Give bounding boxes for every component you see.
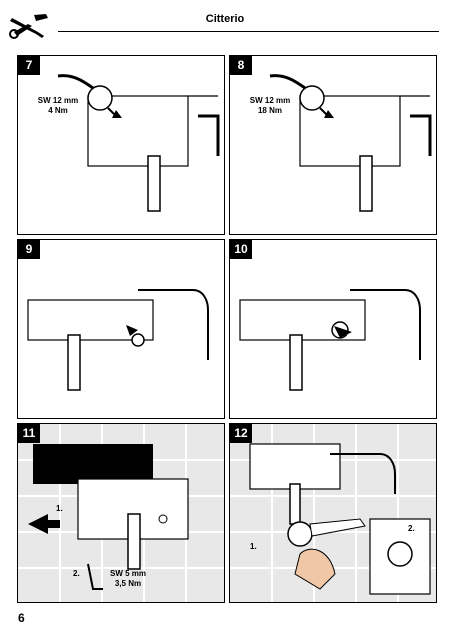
mixer-illustration	[269, 74, 432, 212]
step-panel-7: 7 SW 12 mm 4 Nm	[17, 55, 225, 235]
step-number: 12	[230, 424, 252, 443]
step-panel-9: 9	[17, 239, 225, 419]
header-rule	[58, 31, 439, 32]
mixer-illustration	[239, 289, 421, 391]
step-number: 11	[18, 424, 40, 443]
torque-note: SW 12 mm 4 Nm	[37, 96, 79, 115]
step-number: 9	[18, 240, 40, 259]
step-number: 8	[230, 56, 252, 75]
step-number: 7	[18, 56, 40, 75]
step-label-1: 1.	[56, 504, 63, 513]
step-panel-8: 8 SW 12 mm 18 Nm	[229, 55, 437, 235]
step-panel-12: 12 1. 2.	[229, 423, 437, 603]
step-number: 10	[230, 240, 252, 259]
step-panel-10: 10	[229, 239, 437, 419]
step-label-1: 1.	[250, 542, 257, 551]
page-title: Citterio	[205, 13, 245, 25]
mixer-tiled-wall-illustration	[18, 424, 224, 602]
torque-note: SW 5 mm 3,5 Nm	[109, 569, 146, 588]
torque-note: SW 12 mm 18 Nm	[249, 96, 291, 115]
step-label-2: 2.	[73, 569, 80, 578]
mixer-illustration	[27, 289, 209, 391]
mixer-illustration	[57, 74, 220, 212]
wrench-screwdriver-icon	[9, 14, 48, 39]
page-header: Citterio	[0, 0, 451, 48]
mixer-tiled-wall-illustration	[230, 424, 436, 602]
page-number: 6	[18, 611, 25, 625]
step-panel-11: 11 1. 2. SW 5 mm 3,5 Nm	[17, 423, 225, 603]
step-label-2: 2.	[408, 524, 415, 533]
